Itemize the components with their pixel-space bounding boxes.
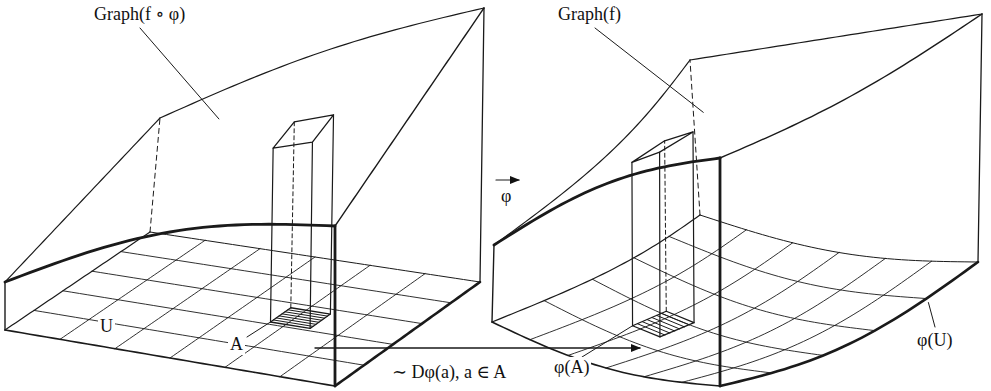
column-hidden-edge: [291, 122, 295, 308]
hidden-edge: [690, 60, 700, 215]
column-top: [273, 115, 333, 148]
vertical-edge: [978, 14, 982, 262]
leader-line: [928, 303, 935, 327]
vertical-edge: [719, 158, 722, 386]
region-label: U: [98, 316, 115, 337]
region-label: φ(A): [552, 357, 591, 378]
leader-line: [140, 28, 219, 119]
column-edge: [310, 142, 312, 328]
leader-line: [595, 28, 703, 112]
graph-edge: [494, 158, 720, 245]
region-label: A: [228, 334, 245, 355]
graph-edge: [690, 14, 982, 60]
graph-edge: [160, 8, 484, 118]
base-edge: [492, 215, 700, 322]
base-grid-line: [568, 243, 793, 356]
base-edge: [492, 322, 720, 386]
derivative-label: ∼ Dφ(a), a ∈ A: [390, 362, 508, 383]
column-edge: [330, 115, 333, 314]
map-label: φ: [499, 186, 513, 207]
vertical-edge: [4, 282, 5, 330]
phi-arrow: [496, 179, 519, 180]
cell-outline: [633, 311, 695, 337]
hidden-edge: [150, 118, 160, 232]
mapping-arrow: [315, 347, 640, 348]
base-grid-line: [606, 253, 839, 369]
graph-edge: [5, 224, 335, 282]
region-label: φ(U): [915, 330, 954, 351]
column-edge: [631, 162, 633, 325]
leader-line: [582, 326, 633, 357]
graph-edge: [494, 60, 690, 245]
column-edge: [693, 132, 694, 323]
graph-label: Graph(f): [556, 4, 623, 25]
cell-outline: [271, 308, 331, 329]
column-edge: [659, 152, 661, 337]
cell-hatch: [662, 313, 690, 324]
graph-label: Graph(f ∘ φ): [92, 4, 187, 25]
vertical-edge: [334, 226, 337, 386]
graph-edge: [720, 14, 982, 158]
base-grid-line: [530, 230, 746, 340]
base-edge: [700, 215, 978, 262]
base-edge: [720, 262, 978, 386]
cell-hatch: [288, 310, 328, 316]
column-top: [632, 132, 693, 162]
base-edge: [150, 232, 480, 282]
base-edge: [5, 232, 150, 330]
base-grid-line: [669, 236, 926, 298]
vertical-edge: [480, 8, 484, 282]
leader-line: [247, 322, 271, 337]
drawing: [5, 8, 982, 386]
column-edge: [271, 148, 274, 322]
base-edge: [5, 330, 335, 386]
column-hidden-edge: [665, 141, 667, 311]
graph-edge: [5, 118, 160, 282]
vertical-edge: [492, 245, 494, 322]
base-grid-line: [225, 265, 370, 367]
